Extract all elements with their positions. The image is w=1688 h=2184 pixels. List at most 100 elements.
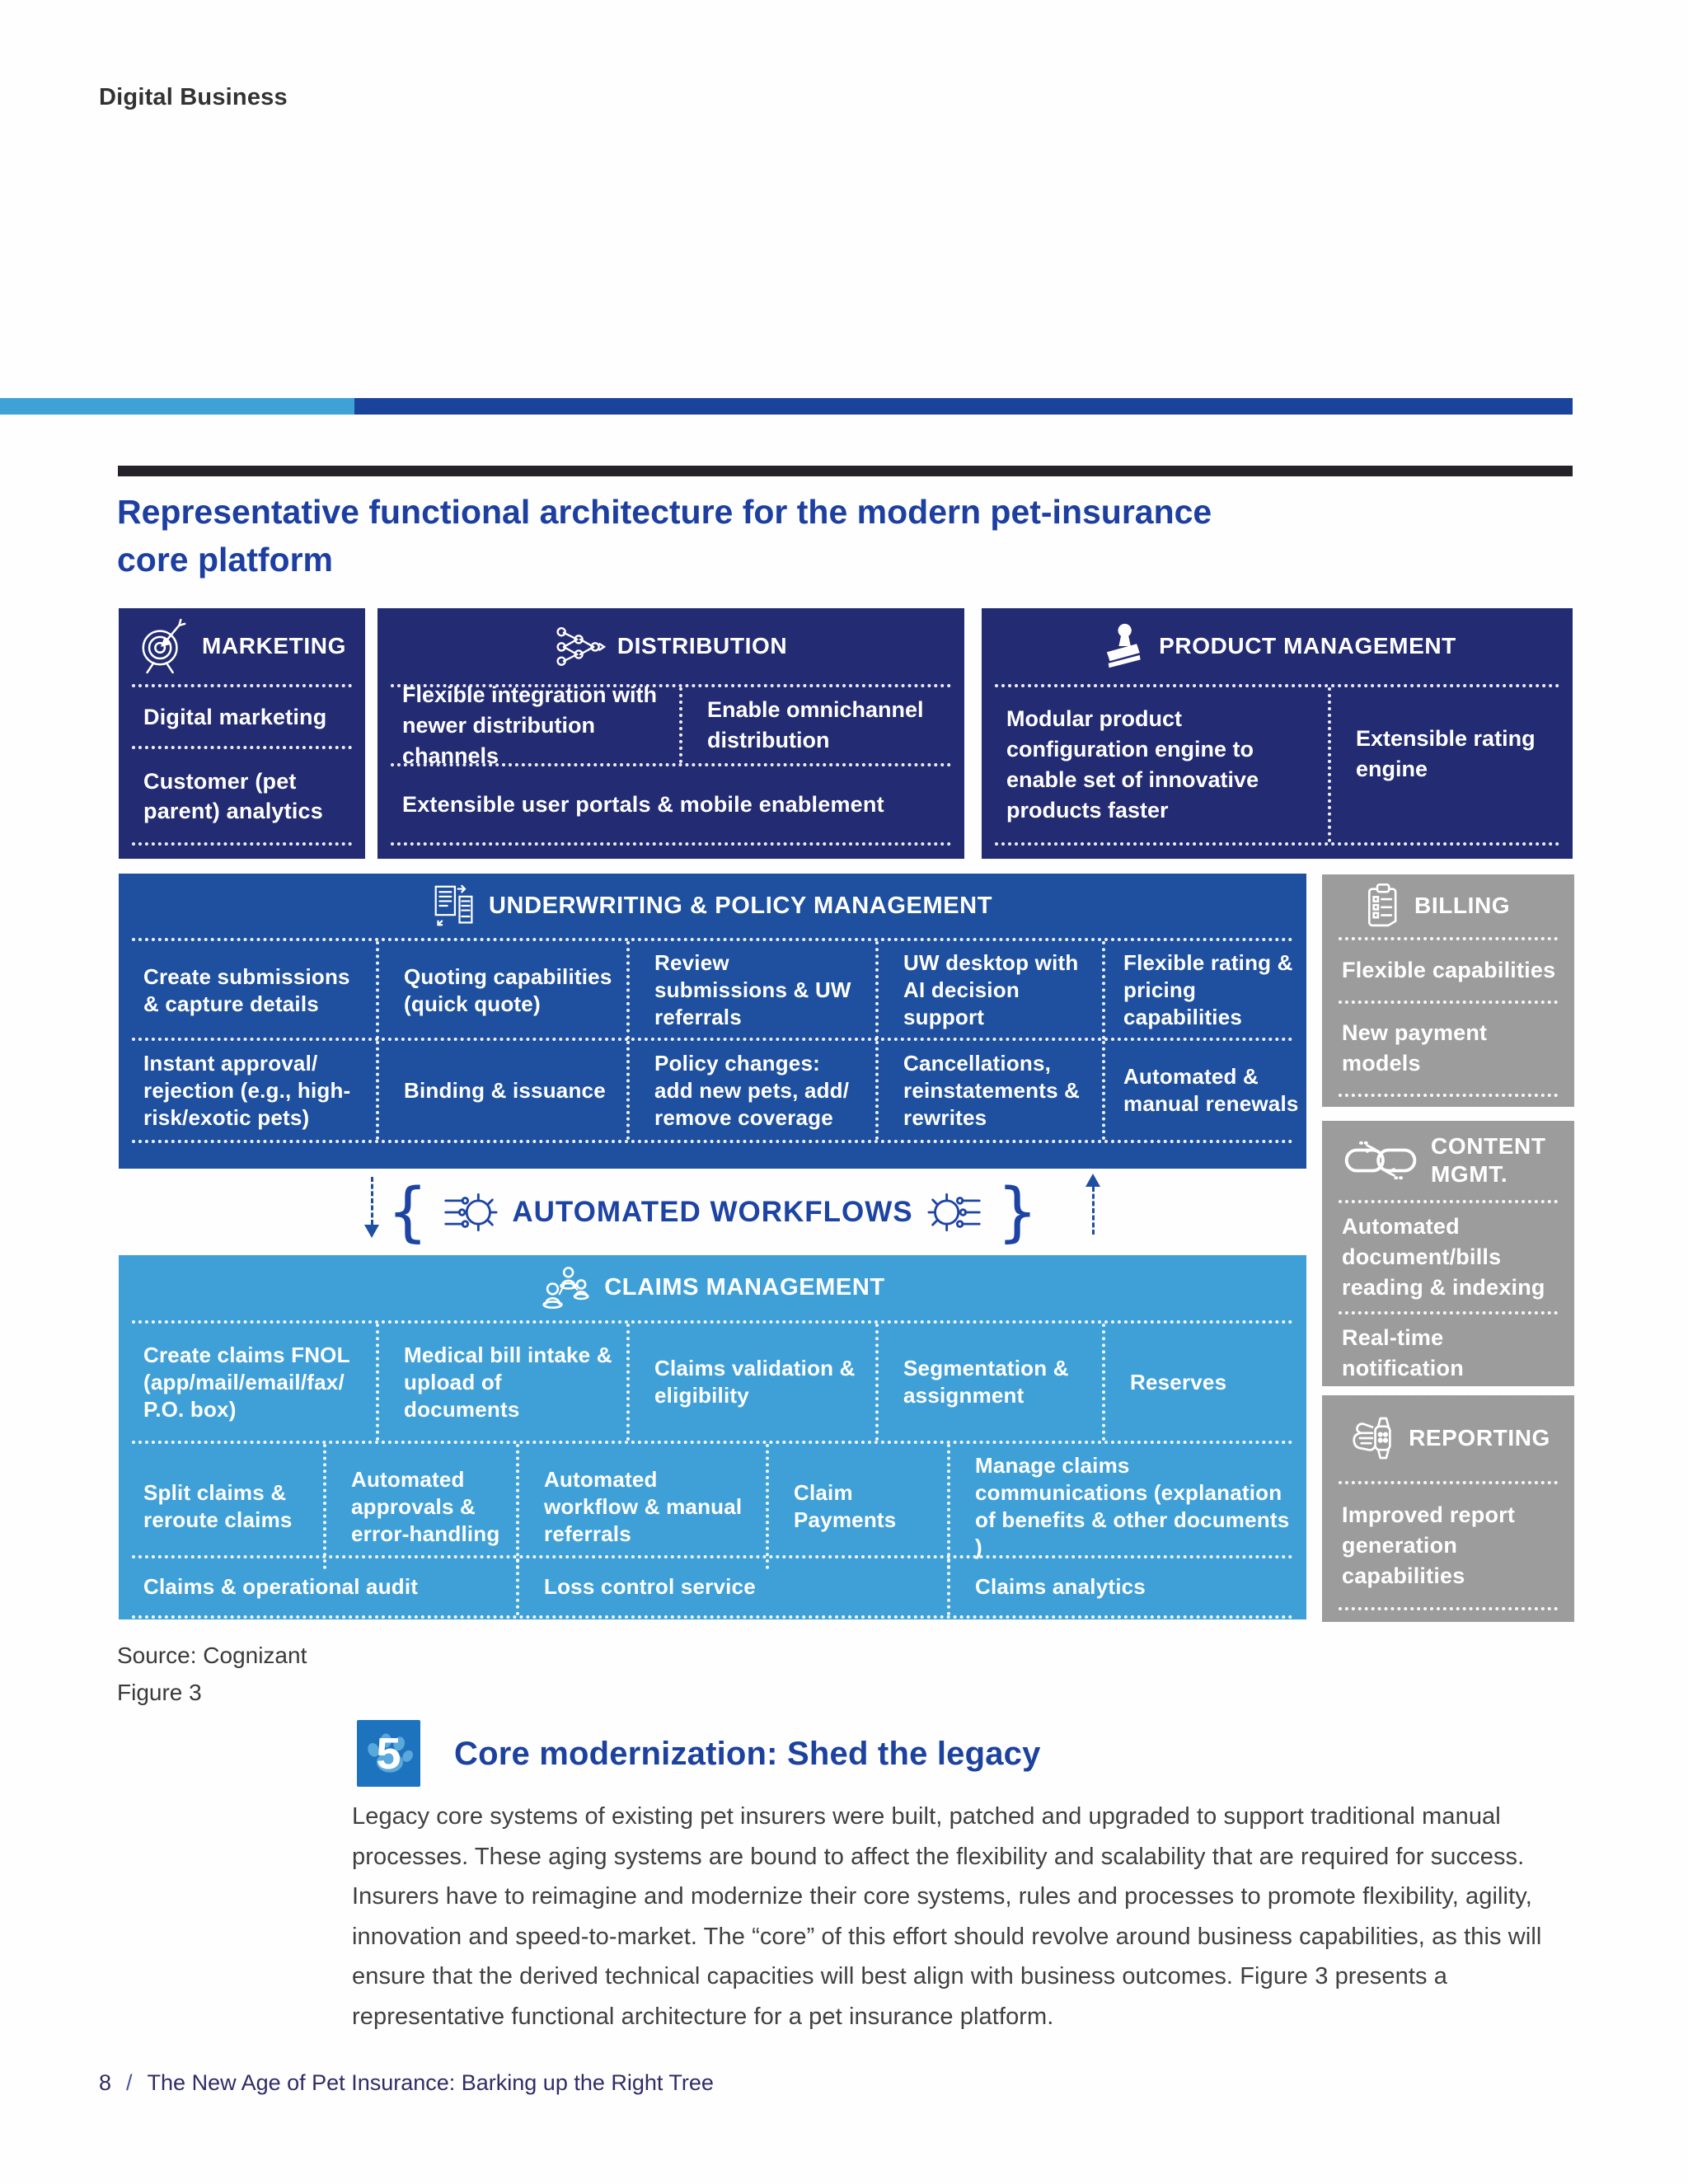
arrow-dash: [370, 1177, 373, 1225]
divider: [132, 746, 352, 750]
divider: [1339, 1200, 1558, 1203]
billing-box: BILLING Flexible capabilities New paymen…: [1322, 874, 1574, 1107]
policy-documents-icon: [434, 884, 473, 926]
billing-item: New payment models: [1342, 1020, 1488, 1076]
arrow-dash: [1091, 1187, 1095, 1235]
eyebrow-label: Digital Business: [99, 84, 288, 110]
claims-cell: Loss control service: [516, 1558, 947, 1615]
billing-title: BILLING: [1414, 893, 1511, 918]
divider: [1339, 1000, 1558, 1004]
content-mgmt-header: CONTENT MGMT.: [1322, 1121, 1574, 1200]
divider: [391, 763, 951, 766]
claims-cell: Claims validation & eligibility: [626, 1324, 875, 1441]
accent-bar-dark: [354, 398, 1573, 415]
marketing-item: Customer (pet parent) analytics: [143, 768, 323, 823]
product-management-row: Modular product configuration engine to …: [982, 687, 1573, 842]
reporting-header: REPORTING: [1322, 1395, 1574, 1481]
distribution-cell: Flexible integration with newer distribu…: [402, 682, 658, 768]
claims-cell: Medical bill intake & upload of document…: [376, 1324, 626, 1441]
people-group-icon: [542, 1266, 589, 1309]
underwriting-cell: Policy changes: add new pets, add/ remov…: [626, 1041, 875, 1140]
divider: [1339, 937, 1558, 940]
underwriting-header: UNDERWRITING & POLICY MANAGEMENT: [119, 874, 1306, 938]
section-heading: Core modernization: Shed the legacy: [454, 1736, 1041, 1772]
accent-bar-light: [0, 398, 354, 415]
figure-title-line2: core platform: [117, 541, 333, 579]
underwriting-box: UNDERWRITING & POLICY MANAGEMENT Create …: [119, 874, 1306, 1169]
divider: [132, 1140, 1293, 1143]
underwriting-cell: Binding & issuance: [376, 1041, 626, 1140]
content-mgmt-box: CONTENT MGMT. Automated document/bills r…: [1322, 1121, 1574, 1395]
divider: [132, 1555, 1293, 1558]
divider: [391, 684, 951, 687]
billing-item: Flexible capabilities: [1342, 957, 1556, 982]
divider: [132, 1320, 1293, 1324]
target-arrow-icon: [142, 618, 186, 674]
gear-circuit-icon: [444, 1193, 498, 1231]
section-number: 5: [376, 1728, 401, 1779]
claims-header: CLAIMS MANAGEMENT: [119, 1255, 1306, 1320]
automated-workflows-band: { AUTOMATED WORKFLOWS }: [119, 1169, 1306, 1255]
reporting-title: REPORTING: [1409, 1425, 1550, 1451]
claims-cell: Reserves: [1102, 1324, 1306, 1441]
underwriting-row1: Create submissions & capture details Quo…: [119, 941, 1306, 1039]
left-brace: {: [387, 1174, 429, 1249]
content-mgmt-item: Real-time notification: [1342, 1325, 1464, 1380]
marketing-item: Digital marketing: [143, 704, 327, 729]
claims-title: CLAIMS MANAGEMENT: [604, 1274, 885, 1301]
figure-title-line1: Representative functional architecture f…: [117, 493, 1212, 531]
billing-header: BILLING: [1322, 874, 1574, 937]
product-management-box: PRODUCT MANAGEMENT Modular product confi…: [982, 608, 1573, 859]
source-line: Source: Cognizant: [117, 1643, 307, 1668]
gear-circuit-icon: [927, 1193, 981, 1231]
distribution-cell: Enable omnichannel distribution: [679, 687, 964, 763]
claims-cell: Automated approvals & error-handling: [323, 1444, 516, 1569]
content-mgmt-title: CONTENT MGMT.: [1431, 1133, 1546, 1187]
distribution-row1: Flexible integration with newer distribu…: [377, 682, 964, 768]
figure-caption: Source: Cognizant Figure 3: [117, 1637, 307, 1711]
product-management-title: PRODUCT MANAGEMENT: [1159, 633, 1456, 658]
divider: [132, 842, 352, 846]
claims-cell: Automated workflow & manual referrals: [516, 1444, 766, 1569]
claims-row2: Split claims & reroute claims Automated …: [119, 1444, 1306, 1569]
figure-title: Representative functional architecture f…: [117, 488, 1370, 583]
divider: [1339, 1392, 1558, 1395]
divider: [132, 1038, 1293, 1041]
product-management-cell: Extensible rating engine: [1328, 687, 1573, 842]
underwriting-cell: Review submissions & UW referrals: [626, 941, 875, 1039]
distribution-header: DISTRIBUTION: [377, 608, 964, 684]
claims-cell: Claims analytics: [947, 1558, 1306, 1615]
divider: [132, 1441, 1293, 1444]
flow-arrow-up: [1085, 1174, 1100, 1235]
rule-black: [118, 466, 1573, 476]
marketing-title: MARKETING: [202, 633, 346, 658]
automated-workflows-label: AUTOMATED WORKFLOWS: [512, 1195, 913, 1228]
claims-box: CLAIMS MANAGEMENT Create claims FNOL (ap…: [119, 1255, 1306, 1619]
marketing-box: MARKETING Digital marketing Customer (pe…: [119, 608, 365, 859]
network-nodes-icon: [556, 626, 606, 666]
section-body: Legacy core systems of existing pet insu…: [352, 1803, 1542, 2030]
footer-doc-title: The New Age of Pet Insurance: Barking up…: [147, 2070, 714, 2095]
claims-row1: Create claims FNOL (app/mail/email/fax/ …: [119, 1324, 1306, 1441]
linked-loops-icon: [1344, 1141, 1417, 1180]
divider: [1339, 1481, 1558, 1484]
distribution-box: DISTRIBUTION Flexible integration with n…: [377, 608, 964, 859]
divider: [132, 938, 1293, 941]
claims-row3: Claims & operational audit Loss control …: [119, 1558, 1306, 1615]
underwriting-cell: Automated & manual renewals: [1102, 1041, 1306, 1140]
underwriting-cell: Instant approval/ rejection (e.g., high-…: [143, 1050, 351, 1130]
section-number-badge: 5: [357, 1720, 420, 1787]
underwriting-row2: Instant approval/ rejection (e.g., high-…: [119, 1041, 1306, 1140]
figure-number: Figure 3: [117, 1680, 202, 1705]
distribution-row2-cell: Extensible user portals & mobile enablem…: [402, 792, 884, 817]
divider: [1339, 1311, 1558, 1315]
divider: [1339, 1607, 1558, 1610]
billing-clipboard-icon: [1367, 883, 1397, 927]
underwriting-cell: Quoting capabilities (quick quote): [376, 941, 626, 1039]
underwriting-cell: Flexible rating & pricing capabilities: [1102, 941, 1306, 1039]
flow-arrow-down: [364, 1177, 379, 1238]
underwriting-cell: UW desktop with AI decision support: [875, 941, 1102, 1039]
product-management-cell: Modular product configuration engine to …: [1006, 706, 1259, 823]
right-brace: }: [996, 1174, 1039, 1249]
